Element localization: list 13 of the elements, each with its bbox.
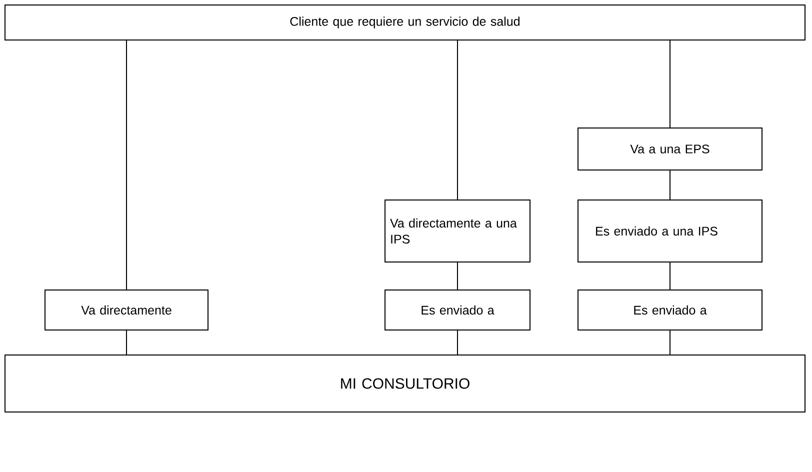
process-box: Va a una EPS	[578, 128, 762, 170]
connector-line	[126, 330, 127, 355]
connector-line	[457, 262, 458, 290]
process-box: Va directamente	[44, 290, 208, 330]
process-box: Va directamente a una IPS	[384, 200, 530, 262]
process-box: Es enviado a una IPS	[578, 200, 762, 262]
process-box: Es enviado a	[578, 290, 762, 330]
connector-line	[126, 40, 127, 290]
process-box: Es enviado a	[384, 290, 530, 330]
connector-line	[457, 330, 458, 355]
process-box: MI CONSULTORIO	[4, 354, 806, 412]
connector-line	[457, 40, 458, 200]
process-box: Cliente que requiere un servicio de salud	[4, 4, 806, 40]
